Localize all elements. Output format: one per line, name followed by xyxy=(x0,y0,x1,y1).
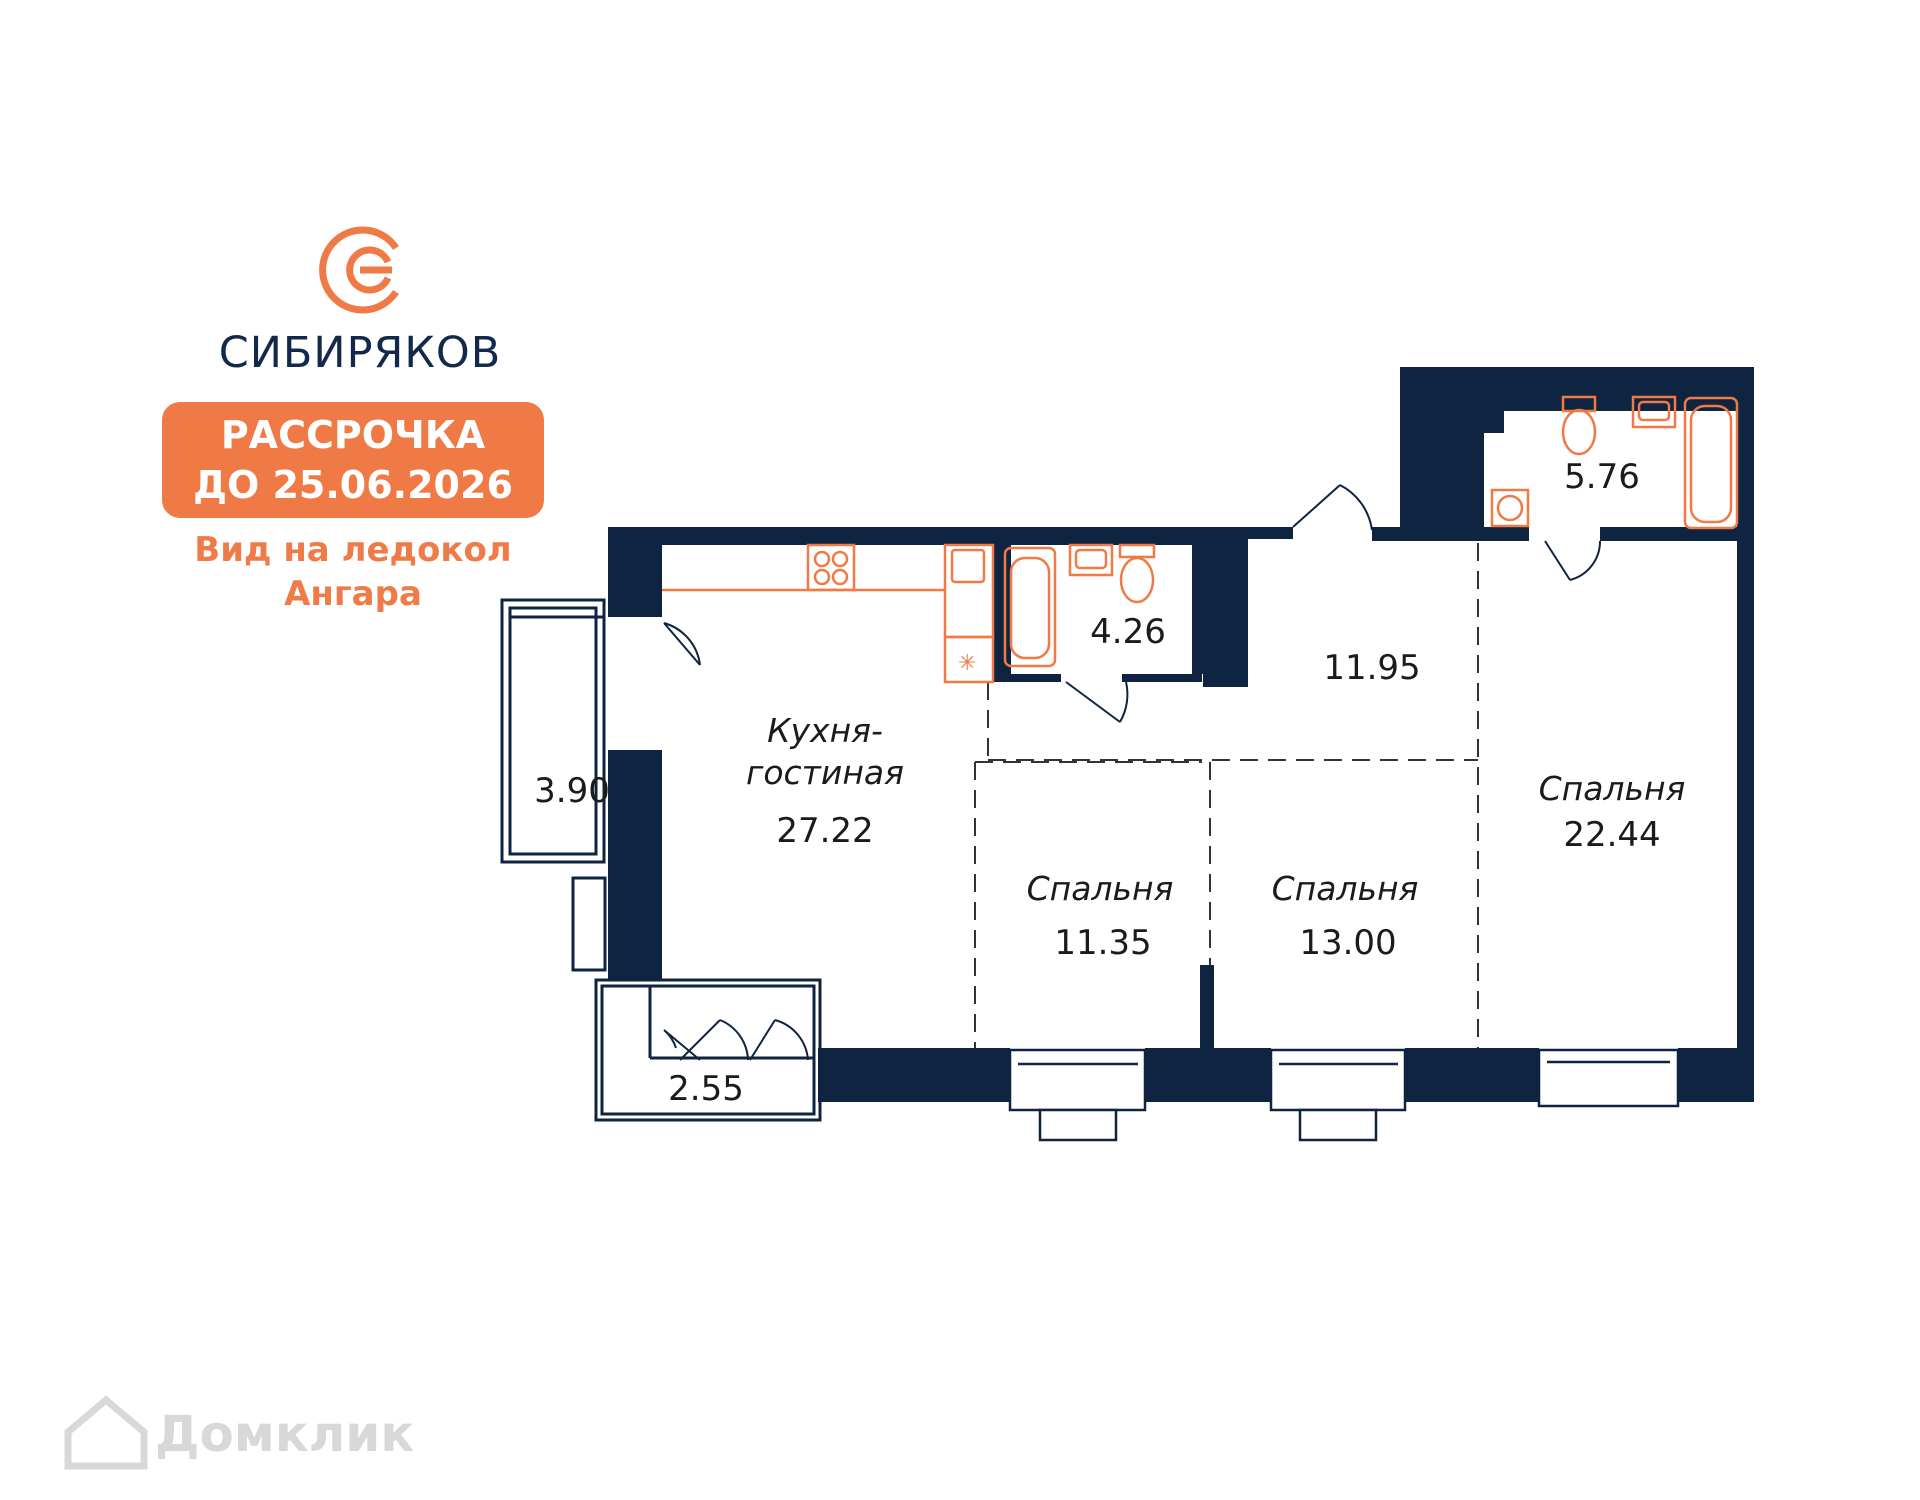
zone-dividers xyxy=(974,543,1479,1048)
bedroom1-name: Спальня xyxy=(1027,869,1174,908)
bathroom-small-fixtures xyxy=(1003,543,1156,668)
sibiryakov-c-logo xyxy=(319,226,399,314)
view-note: Вид на ледокол Ангара xyxy=(160,528,546,616)
promo-line2: ДО 25.06.2026 xyxy=(193,463,513,507)
bedroom3-area: 22.44 xyxy=(1563,815,1660,855)
doors xyxy=(663,484,1602,1061)
kitchen-fixtures: ✳ xyxy=(662,543,995,684)
hall-area: 11.95 xyxy=(1323,648,1420,688)
bedroom1-area: 11.35 xyxy=(1054,923,1151,963)
kitchen-name-line2: гостиная xyxy=(746,753,904,792)
bedroom3-name: Спальня xyxy=(1539,769,1686,808)
kitchen-name-line1: Кухня- xyxy=(767,711,883,750)
thin-walls xyxy=(500,598,822,1122)
room-labels: Кухня- гостиная 27.22 4.26 5.76 11.95 Сп… xyxy=(534,457,1685,1109)
view-note-line2: Ангара xyxy=(284,574,422,614)
promo-badge: РАССРОЧКА ДО 25.06.2026 xyxy=(162,402,544,518)
bathroom-large-fixtures xyxy=(1490,395,1739,530)
balcony-south-area: 2.55 xyxy=(668,1069,744,1109)
bathroom-small-area: 4.26 xyxy=(1090,612,1166,652)
watermark-text: Домклик xyxy=(155,1405,415,1463)
promo-line1: РАССРОЧКА xyxy=(220,413,486,457)
bedroom2-name: Спальня xyxy=(1272,869,1419,908)
brand-name: СИБИРЯКОВ xyxy=(218,328,502,378)
walls xyxy=(608,367,1754,1102)
windows xyxy=(1008,1048,1680,1142)
view-note-line1: Вид на ледокол xyxy=(194,530,512,570)
kitchen-area: 27.22 xyxy=(776,811,873,851)
bathroom-large-area: 5.76 xyxy=(1564,457,1640,497)
svg-text:✳: ✳ xyxy=(958,650,976,675)
house-icon xyxy=(64,1395,148,1470)
bedroom2-area: 13.00 xyxy=(1299,923,1396,963)
balcony-west-area: 3.90 xyxy=(534,771,610,811)
